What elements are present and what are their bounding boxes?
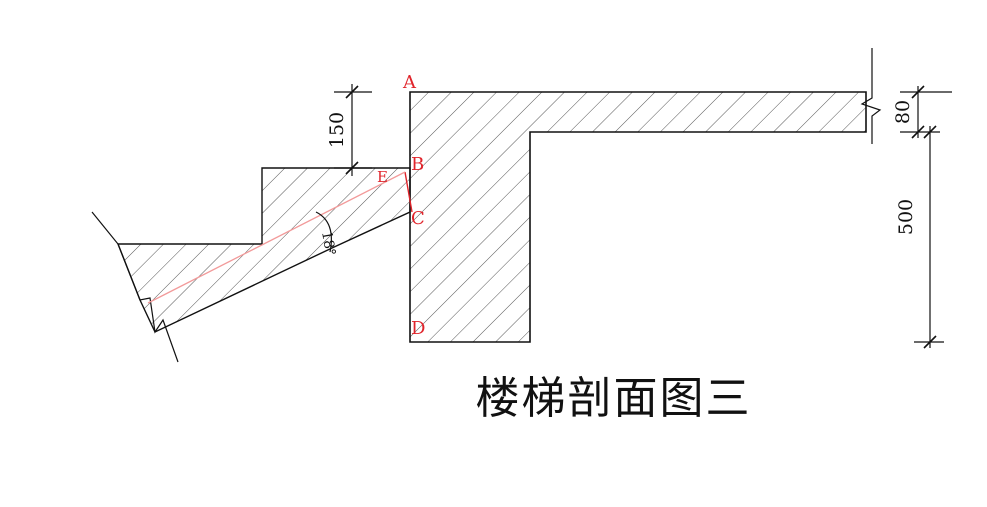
dim-500-tick-top [923,125,937,139]
dim-150-tick-top [345,85,359,99]
dim-500-label: 500 [895,199,917,235]
dim-80-tick-bottom [911,125,925,139]
angle-label: 18° [318,230,338,257]
diagram-caption: 楼梯剖面图三 [475,373,752,424]
stair-break-line [91,211,179,363]
dim-150-label: 150 [326,112,348,148]
highlight-line-b-to-c [404,171,413,213]
dim-80-label: 80 [892,100,914,124]
dim-500-tick-bottom [923,335,937,349]
slab-break-line [860,48,882,144]
dim-80-tick-top [911,85,925,99]
point-label-e: E [377,168,388,186]
point-label-b: B [411,154,424,175]
point-label-c: C [411,208,425,229]
highlight-incline-line [147,171,406,304]
point-label-a: A [402,72,417,93]
dim-150-tick-bottom [345,161,359,175]
point-label-d: D [411,318,425,339]
beam-slab-section [409,91,867,343]
stair-flight-section [116,167,411,333]
angle-arc [315,211,332,253]
